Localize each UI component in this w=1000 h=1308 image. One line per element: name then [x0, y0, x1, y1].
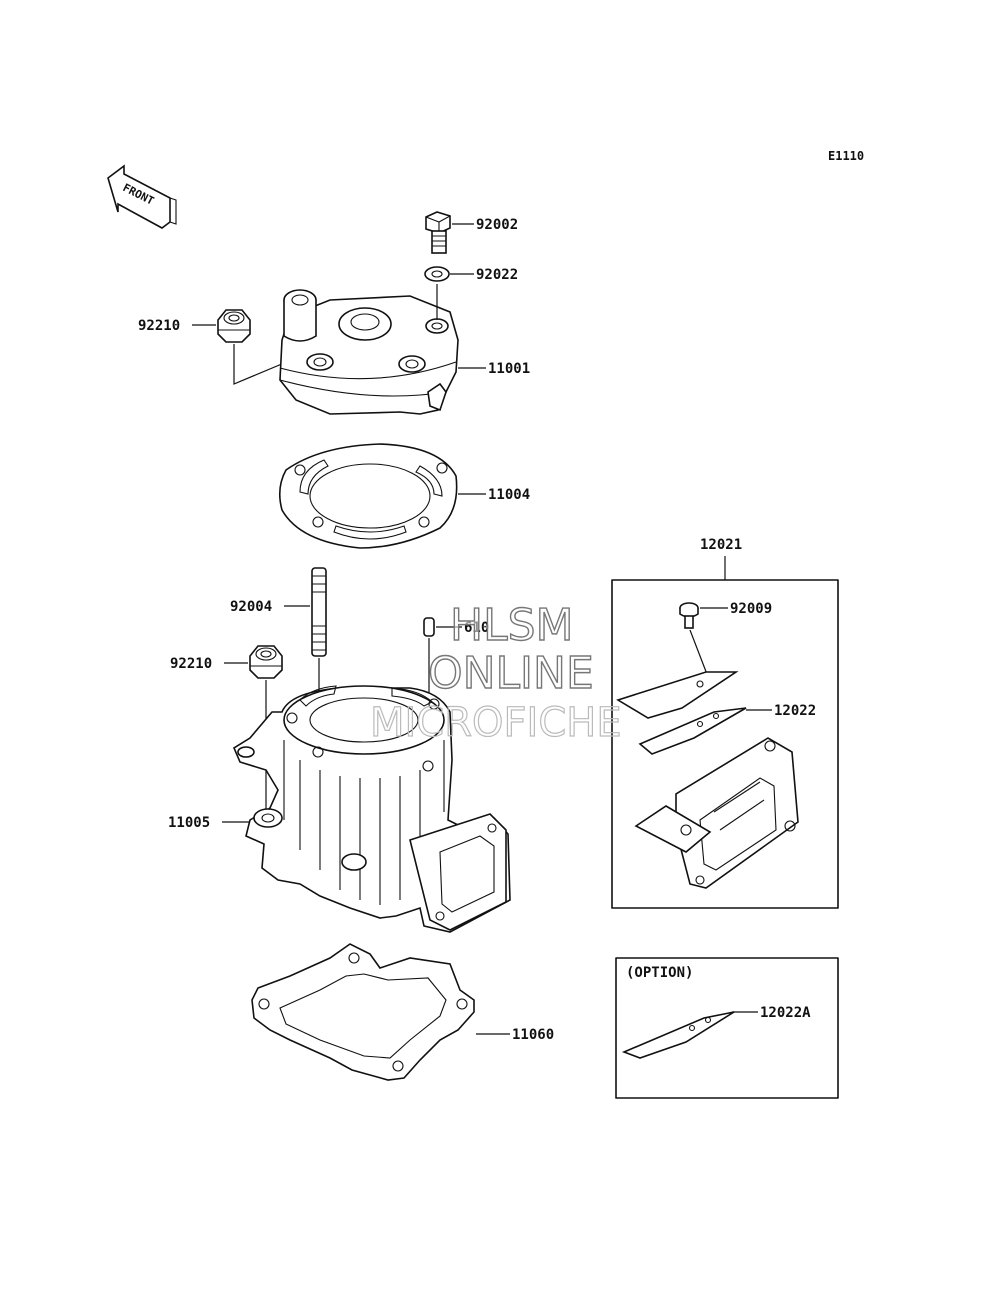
label-92004: 92004: [230, 599, 272, 615]
base-gasket-11060-icon: [251, 943, 475, 1081]
option-box: [615, 957, 839, 1099]
nut-92210-mid-icon: [249, 645, 283, 679]
head-gasket-11004-icon: [278, 443, 458, 549]
watermark-line1: HLSM: [450, 600, 574, 651]
cylinder-head-11001-icon: [279, 289, 459, 415]
label-11001: 11001: [488, 361, 530, 377]
label-92210-top: 92210: [138, 318, 180, 334]
label-92210-mid: 92210: [170, 656, 212, 672]
bolt-92002-icon: [425, 211, 451, 254]
nut-92210-top-icon: [217, 309, 251, 343]
label-11060: 11060: [512, 1027, 554, 1043]
cylinder-11005-icon: [232, 685, 511, 933]
reed-12022A-icon: [621, 1011, 735, 1059]
label-12022: 12022: [774, 703, 816, 719]
label-12021: 12021: [700, 537, 742, 553]
washer-92022-icon: [424, 266, 450, 282]
label-610: 610: [464, 620, 489, 636]
label-92022: 92022: [476, 267, 518, 283]
label-92009: 92009: [730, 601, 772, 617]
label-11004: 11004: [488, 487, 530, 503]
screw-92009-icon: [679, 602, 699, 629]
watermark-line2: ONLINE: [428, 648, 594, 699]
label-11005: 11005: [168, 815, 210, 831]
reed-stopper-icon: [616, 671, 739, 719]
reed-block-icon: [634, 737, 799, 889]
watermark-line3: MICROFICHE: [370, 700, 622, 746]
label-12022A: 12022A: [760, 1005, 811, 1021]
stud-92004-icon: [311, 567, 327, 657]
dowel-pin-610-icon: [423, 617, 435, 637]
label-92002: 92002: [476, 217, 518, 233]
option-label: (OPTION): [626, 965, 693, 981]
reed-12022-icon: [638, 707, 747, 755]
diagram-code: E1110: [828, 149, 864, 163]
front-arrow-icon: FRONT: [107, 164, 177, 229]
